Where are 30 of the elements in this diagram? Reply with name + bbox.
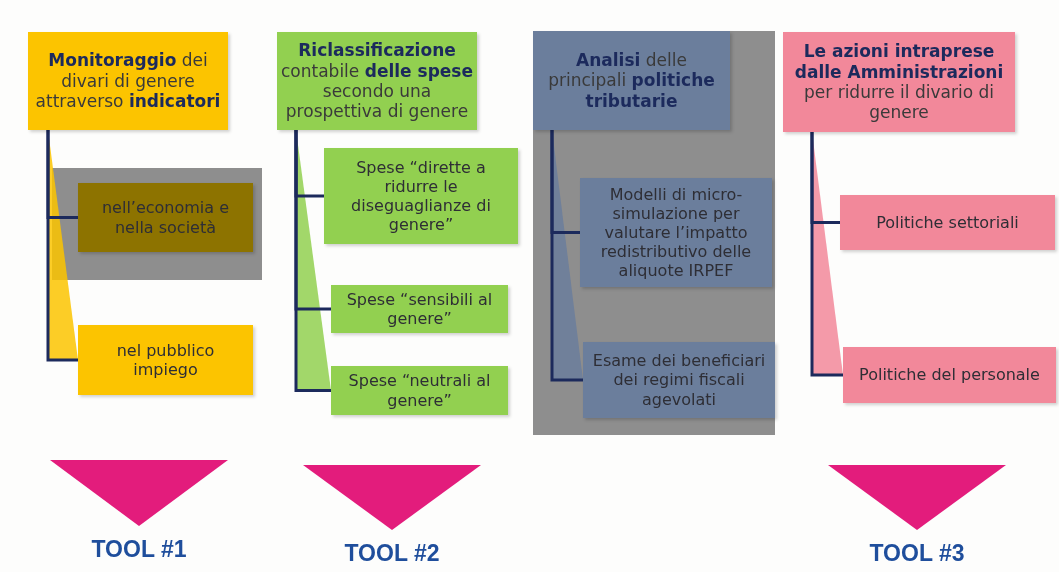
category-box	[533, 31, 730, 130]
item-box	[331, 285, 508, 333]
category-title: Analisi delle principali politiche tributarie	[547, 48, 716, 113]
item-box	[78, 325, 253, 395]
tool-label: TOOL #1	[91, 536, 187, 563]
item-text: Politiche settoriali	[875, 211, 1020, 234]
category-box	[783, 32, 1015, 132]
triangle-shape	[828, 465, 1006, 530]
item-box	[843, 347, 1056, 403]
item-text: nel pubblico impiego	[115, 339, 216, 381]
item-text: Spese “neutrali al genere”	[347, 370, 492, 412]
item-text: Spese “dirette a ridurre le diseguaglianze di genere”	[350, 156, 492, 237]
item-text: nell’economia e nella società	[100, 197, 231, 239]
category-box	[28, 32, 228, 130]
item-text: Politiche del personale	[858, 364, 1041, 387]
item-box	[840, 195, 1055, 250]
tool-label: TOOL #3	[869, 540, 965, 567]
category-box	[277, 32, 477, 130]
item-text: Spese “sensibili al genere”	[345, 288, 494, 330]
category-title: Le azioni intraprese dalle Amministrazioni per ridurre il divario di genere	[793, 40, 1005, 125]
tool-label: TOOL #2	[344, 540, 440, 567]
item-box	[331, 366, 508, 415]
item-text: Modelli di micro-simulazione per valutare l’impatto redistributivo delle aliquote IRPEF	[599, 183, 753, 283]
item-box	[583, 342, 775, 418]
category-title: Riclassificazione contabile delle spese secondo una prospettiva di genere	[280, 39, 474, 124]
triangle-shape	[303, 465, 481, 530]
category-title: Monitoraggio dei divari di genere attraverso indicatori	[34, 49, 222, 114]
triangle-shape	[50, 460, 228, 526]
item-box	[78, 183, 253, 252]
item-text: Esame dei beneficiari dei regimi fiscali agevolati	[591, 350, 767, 411]
